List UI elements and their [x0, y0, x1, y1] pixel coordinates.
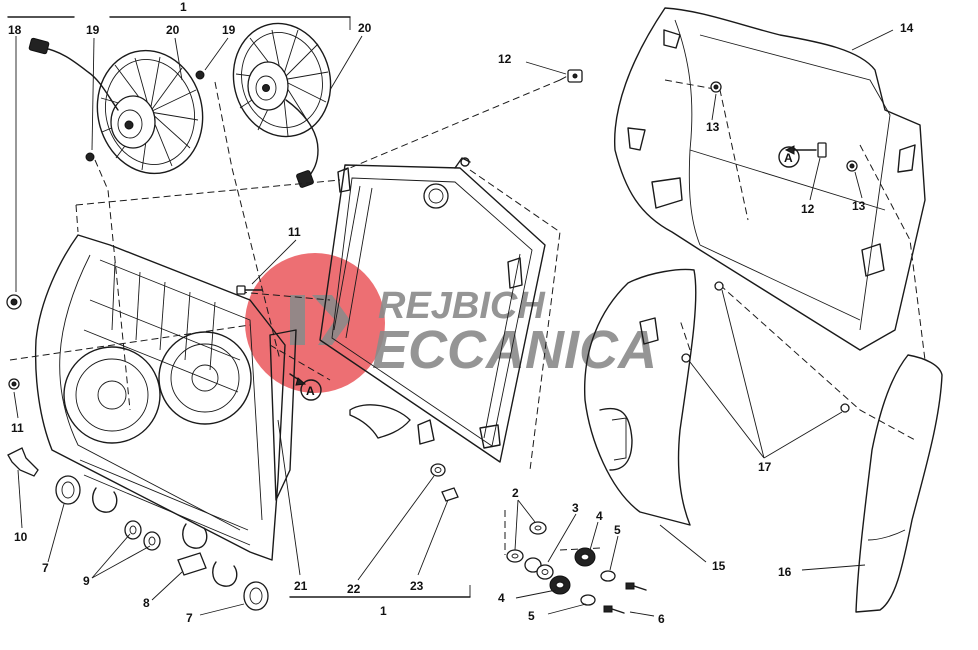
callout-21: 21 [294, 579, 308, 593]
grommets-4 [549, 547, 596, 595]
callout-labels: 1 1 2 3 4 4 5 5 6 7 7 8 9 10 11 11 12 12… [8, 0, 914, 626]
watermark-logo: REJBICH ECCANICA [245, 253, 657, 393]
watermark-red-circle [245, 253, 385, 393]
bracket-1-bottom [289, 585, 471, 598]
washers-9 [124, 520, 161, 551]
fan-shroud-frame [34, 234, 297, 587]
callout-22: 22 [347, 582, 361, 596]
watermark-text-bottom: ECCANICA [372, 320, 657, 380]
nut-19-left [85, 152, 95, 162]
callout-11-upper: 11 [288, 225, 301, 239]
callout-13-top: 13 [706, 120, 720, 134]
spacer-8 [177, 552, 207, 576]
callout-16: 16 [778, 565, 792, 579]
callout-17: 17 [758, 460, 772, 474]
side-guard-15 [583, 268, 697, 526]
callout-1-bottom: 1 [380, 604, 387, 618]
callout-9: 9 [83, 574, 90, 588]
cooling-fan-left [28, 37, 204, 175]
washers-2 [506, 521, 547, 563]
clip-12-top [567, 69, 583, 83]
watermark-text-top: REJBICH [378, 285, 546, 327]
washer-22 [430, 463, 446, 477]
callout-5-upper: 5 [614, 523, 621, 537]
callout-2: 2 [512, 486, 519, 500]
reference-a-left-label: A [306, 384, 315, 398]
watermark-k-glyph [290, 295, 350, 345]
callout-8: 8 [143, 596, 150, 610]
callout-4-upper: 4 [596, 509, 603, 523]
reference-a-right: A [778, 146, 800, 168]
callout-4-lower: 4 [498, 591, 505, 605]
grommet-7-left [55, 475, 81, 505]
callout-1-top: 1 [180, 0, 187, 14]
nut-11-lower [8, 378, 20, 390]
bracket-1-top [7, 16, 351, 30]
washers-5 [580, 570, 616, 606]
callout-13-right: 13 [852, 199, 866, 213]
reference-a-left: A [289, 373, 322, 401]
nut-13-right [846, 160, 858, 172]
nut-19-right [195, 70, 205, 80]
callout-3: 3 [572, 501, 579, 515]
rings-3 [524, 557, 554, 580]
callout-7-bottom: 7 [186, 611, 193, 625]
callout-19-right: 19 [222, 23, 236, 37]
callout-23: 23 [410, 579, 424, 593]
cooling-fan-right [232, 22, 332, 188]
callout-14: 14 [900, 21, 914, 35]
side-panel-14 [613, 7, 926, 351]
screws-17 [681, 281, 850, 413]
reference-a-right-label: A [784, 151, 793, 165]
nut-23 [441, 487, 459, 502]
screw-11-upper [236, 285, 263, 295]
callout-15: 15 [712, 559, 726, 573]
radiator-core [319, 157, 546, 463]
callout-7-left: 7 [42, 561, 49, 575]
callout-11-lower: 11 [11, 421, 24, 435]
grommet-7-bottom [243, 581, 269, 611]
pin-10 [7, 447, 39, 477]
callout-10: 10 [14, 530, 28, 544]
callout-leader-lines [13, 29, 894, 617]
callout-19-left: 19 [86, 23, 100, 37]
callout-20-right: 20 [358, 21, 372, 35]
callout-18: 18 [8, 23, 22, 37]
nut-13-top [710, 81, 722, 93]
screws-6 [603, 582, 647, 614]
callout-12-right: 12 [801, 202, 815, 216]
callout-12-top: 12 [498, 52, 512, 66]
side-cover-16 [855, 354, 943, 613]
callout-20-left: 20 [166, 23, 180, 37]
callout-5-lower: 5 [528, 609, 535, 623]
bolt-18 [6, 294, 22, 310]
callout-6: 6 [658, 612, 665, 626]
